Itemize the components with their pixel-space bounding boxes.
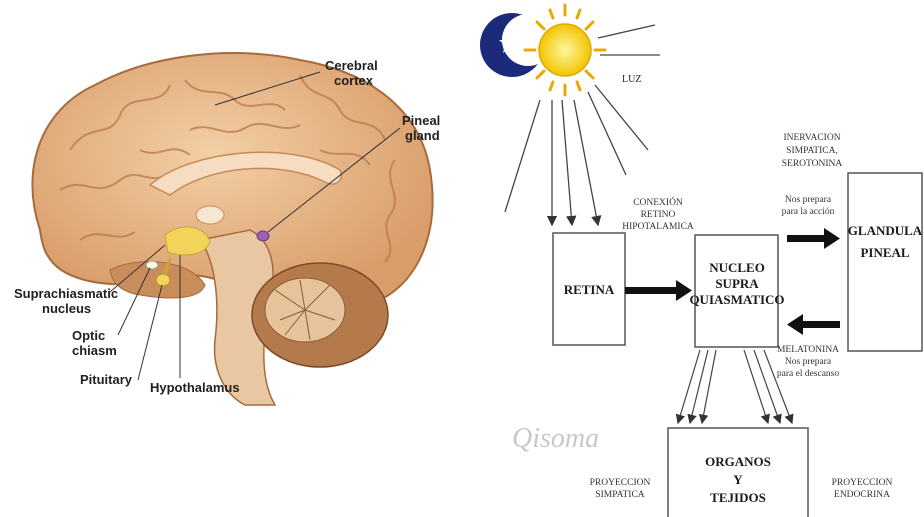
proj-sympathetic-1: PROYECCION bbox=[590, 478, 651, 488]
connection-label-3: HIPOTALAMICA bbox=[622, 222, 694, 232]
pituitary-shape bbox=[156, 274, 170, 286]
circadian-diagram: LUZ RETINA CONEXIÓN RETINO HIPOTALAMICA … bbox=[480, 5, 923, 517]
proj-sympathetic-2: SIMPATICA bbox=[595, 490, 644, 500]
label-pineal-1: Pineal bbox=[402, 113, 440, 128]
pineal-box bbox=[848, 173, 922, 351]
prepare-action-2: para la acción bbox=[782, 207, 835, 217]
pineal-label-2: PINEAL bbox=[860, 245, 909, 260]
nucleus-label-2: SUPRA bbox=[715, 276, 759, 291]
cerebellum bbox=[252, 263, 388, 367]
melatonin-label-1: MELATONINA bbox=[777, 345, 839, 355]
pineal-label-1: GLANDULA bbox=[848, 223, 923, 238]
label-cerebral-cortex-1: Cerebral bbox=[325, 58, 378, 73]
label-suprachiasmatic-2: nucleus bbox=[42, 301, 91, 316]
connection-label-2: RETINO bbox=[641, 210, 676, 220]
nucleus-box bbox=[695, 235, 778, 347]
innervation-label-2: SIMPATICA, bbox=[786, 146, 838, 156]
light-label: LUZ bbox=[622, 74, 641, 85]
label-pineal-2: gland bbox=[405, 128, 440, 143]
proj-endocrine-2: ENDOCRINA bbox=[834, 490, 890, 500]
nucleus-label-1: NUCLEO bbox=[709, 260, 765, 275]
innervation-label-3: SEROTONINA bbox=[782, 159, 843, 169]
melatonin-label-3: para el descanso bbox=[777, 369, 839, 379]
pineal-shape bbox=[257, 231, 269, 241]
label-optic-chiasm-2: chiasm bbox=[72, 343, 117, 358]
proj-endocrine-1: PROYECCION bbox=[832, 478, 893, 488]
retina-label: RETINA bbox=[564, 282, 615, 297]
arrow-retina-to-nucleus bbox=[625, 280, 692, 301]
organs-label-2: Y bbox=[733, 472, 743, 487]
innervation-label-1: INERVACION bbox=[783, 133, 840, 143]
label-pituitary: Pituitary bbox=[80, 372, 133, 387]
organs-label-3: TEJIDOS bbox=[710, 490, 766, 505]
nucleus-label-3: QUIASMATICO bbox=[689, 292, 784, 307]
brain-illustration: Cerebral cortex Pineal gland Suprachiasm… bbox=[14, 53, 440, 405]
organs-label-1: ORGANOS bbox=[705, 454, 771, 469]
connection-label-1: CONEXIÓN bbox=[633, 196, 683, 208]
melatonin-label-2: Nos prepara bbox=[785, 357, 832, 367]
label-hypothalamus: Hypothalamus bbox=[150, 380, 240, 395]
prepare-action-1: Nos prepara bbox=[785, 195, 832, 205]
label-cerebral-cortex-2: cortex bbox=[334, 73, 374, 88]
watermark: Qisoma bbox=[512, 423, 599, 454]
arrow-nucleus-to-pineal bbox=[787, 228, 840, 249]
arrow-pineal-to-nucleus bbox=[787, 314, 840, 335]
label-suprachiasmatic-1: Suprachiasmatic bbox=[14, 286, 118, 301]
label-optic-chiasm-1: Optic bbox=[72, 328, 105, 343]
